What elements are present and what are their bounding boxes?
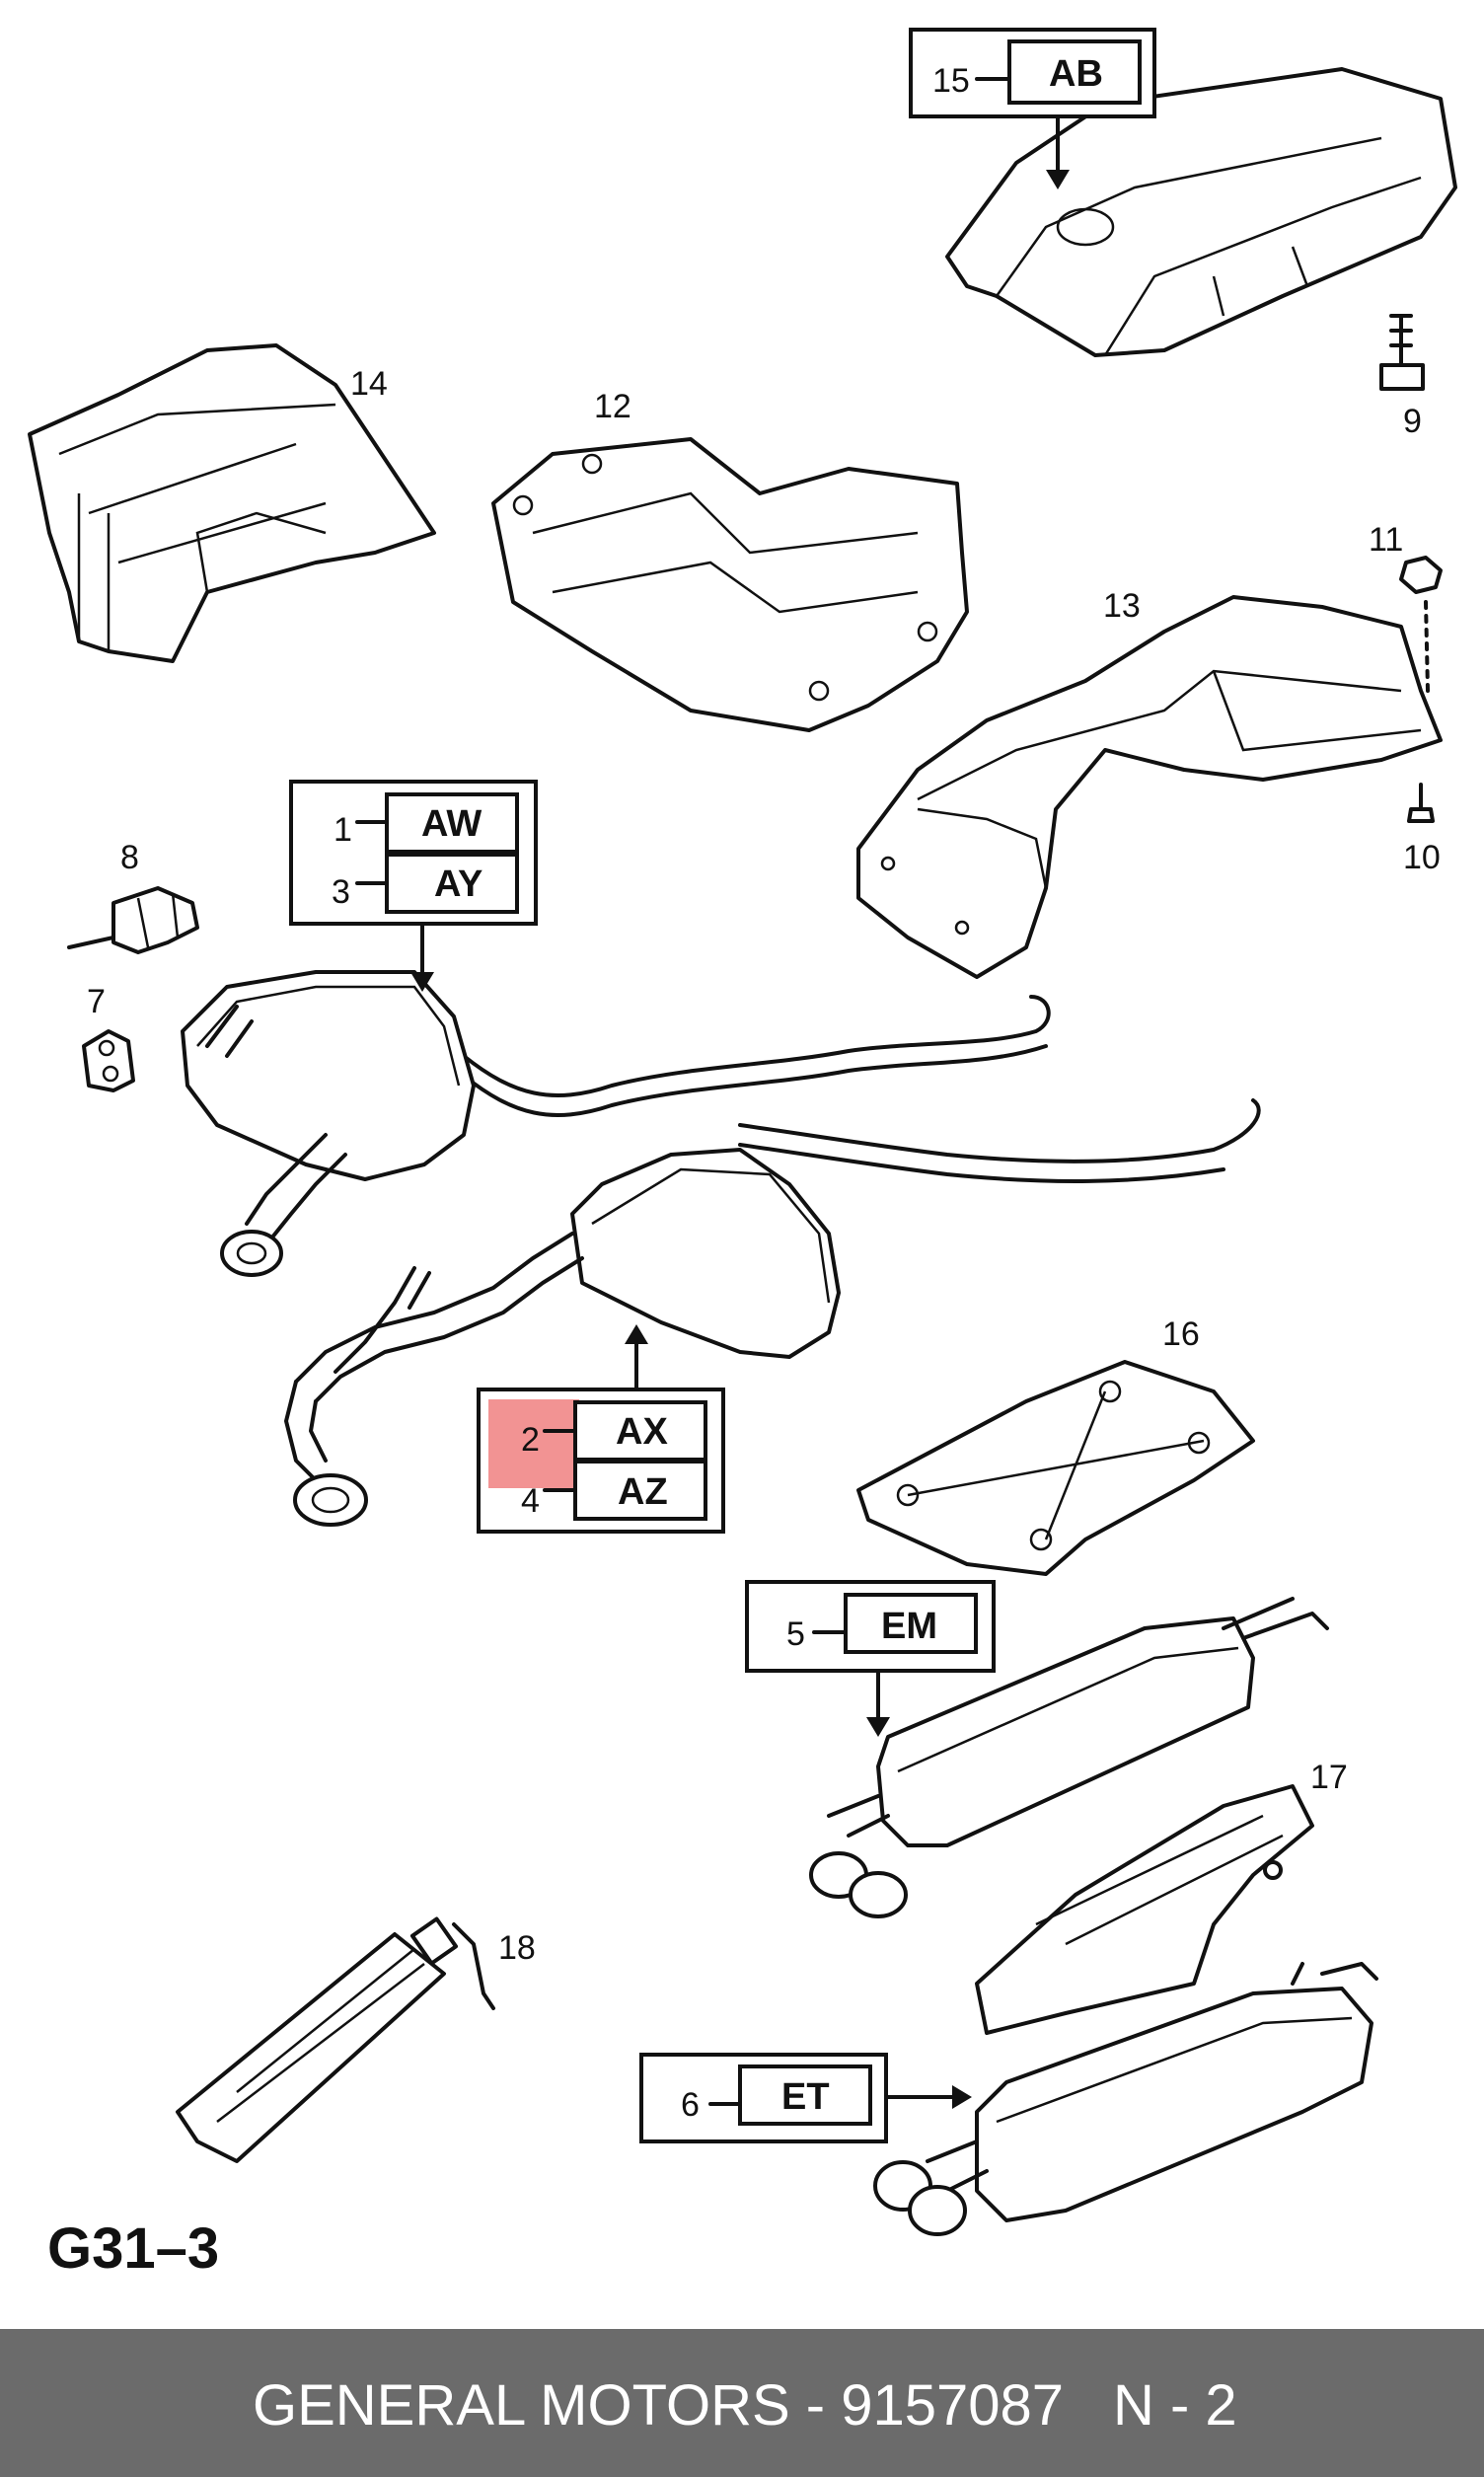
part-8-bracket [67,886,199,954]
callout-5-number: 5 [786,1615,805,1653]
part-number-8: 8 [120,839,139,876]
part-11-nut [1399,556,1443,693]
callout-3-code: AY [434,863,482,905]
callout-2-code: AX [616,1411,668,1453]
part-number-12: 12 [594,388,631,425]
part-number-18: 18 [498,1929,536,1967]
part-number-17: 17 [1310,1759,1348,1796]
part-17-heat-shield [975,1784,1314,2035]
part-6-rear-muffler [873,1962,1378,2236]
part-9-bolt [1379,314,1425,391]
part-7-rubber-mount [82,1029,135,1092]
part-number-13: 13 [1103,587,1141,625]
callout-15-ab: 15 AB [909,28,1156,189]
callout-3-number: 3 [332,873,350,911]
part-number-16: 16 [1162,1315,1200,1353]
part-10-bolt [1407,783,1435,823]
part-5-rear-muffler [809,1597,1329,1918]
callout-6-et: 6 ET [639,2053,972,2143]
exhaust-system-diagram: 15 AB 1 3 AW AY 2 4 AX AZ 5 EM [28,28,1457,2236]
part-number-11: 11 [1369,521,1403,559]
part-number-10: 10 [1403,839,1441,876]
callout-15-number: 15 [932,62,970,100]
footer-brand-part: GENERAL MOTORS - 9157087 [253,2373,1064,2438]
callout-5-code: EM [881,1606,937,1647]
part-number-7: 7 [87,983,106,1020]
callout-5-em: 5 EM [745,1580,996,1737]
part-number-9: 9 [1403,403,1422,440]
callout-6-number: 6 [681,2086,700,2124]
callout-4-code: AZ [618,1471,668,1513]
callout-1-3-aw-ay: 1 3 AW AY [289,780,538,992]
callout-2-4-ax-az: 2 4 AX AZ [477,1324,725,1534]
callout-2-number: 2 [521,1421,540,1459]
callout-15-code: AB [1049,53,1103,95]
callout-4-number: 4 [521,1482,540,1520]
highlight-marker [488,1399,579,1488]
muffler-assembly-lower [284,1098,1261,1527]
callout-1-code: AW [421,803,482,845]
part-number-14: 14 [350,365,388,403]
footer-bar: GENERAL MOTORS - 9157087 N - 2 [0,2329,1484,2477]
part-12-heat-shield [491,437,969,732]
callout-1-number: 1 [334,811,352,849]
muffler-assembly-upper [181,970,1051,1277]
callout-6-code: ET [781,2076,830,2118]
page-code: G31–3 [47,2216,220,2281]
part-15-heat-shield [945,67,1457,357]
footer-note: N - 2 [1113,2373,1237,2438]
part-16-brace-plate [856,1360,1255,1576]
part-14-shield [28,343,436,663]
part-13-heat-shield [856,595,1443,979]
part-18-component [176,1916,495,2163]
